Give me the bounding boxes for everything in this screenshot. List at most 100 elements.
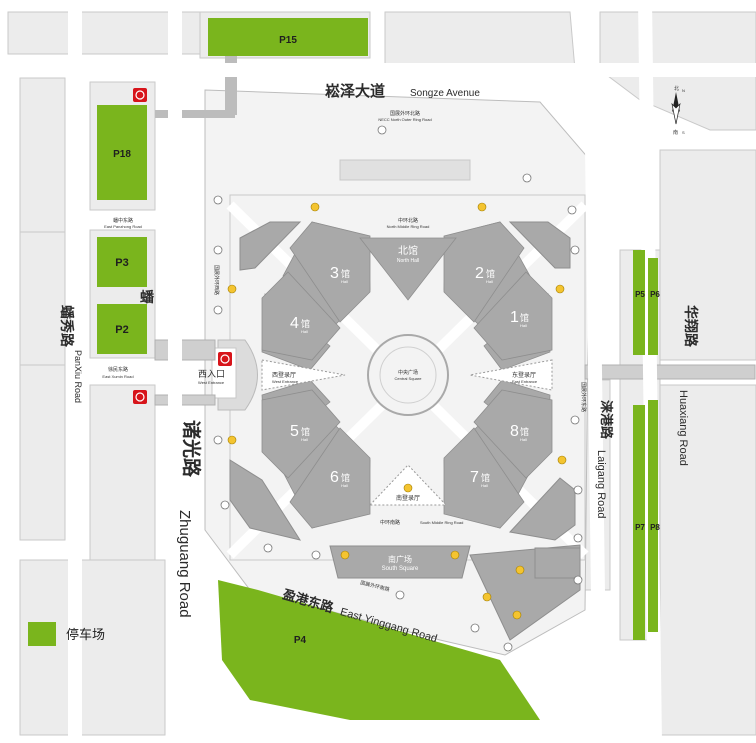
svg-text:N: N — [682, 88, 685, 93]
metro-icon[interactable] — [133, 390, 147, 404]
south-entrance-cn: 南登录厅 — [396, 494, 420, 502]
metro-connector-horizontal — [155, 110, 235, 118]
ring-east-cn: 国展外环东路 — [580, 382, 587, 412]
svg-text:Hall: Hall — [341, 279, 348, 284]
north-block — [339, 159, 471, 181]
west-gate-cn: 西入口 — [198, 369, 225, 380]
lot-p6-label: P6 — [650, 290, 660, 299]
west-entrance-cn: 西登录厅 — [272, 371, 296, 379]
hall-2-label: 2 馆 Hall — [475, 265, 495, 284]
south-square[interactable] — [329, 545, 471, 579]
lot-p3[interactable] — [97, 237, 147, 287]
svg-text:4: 4 — [290, 315, 299, 332]
south-square-cn: 南广场 — [388, 554, 412, 564]
svg-text:2: 2 — [475, 265, 484, 282]
southwest-office — [229, 459, 302, 541]
northwest-office — [239, 221, 302, 271]
road-huaxiang-label: 华翔路 Huaxiang Road — [677, 305, 699, 466]
parking-lots — [97, 18, 658, 720]
north-hall[interactable] — [359, 237, 457, 301]
hall-1-label: 1 馆 Hall — [510, 309, 529, 328]
road-songze-cn: 崧泽大道 — [325, 82, 385, 100]
west-connector — [154, 339, 216, 361]
road-xumin-en: East Xumin Road — [102, 374, 133, 379]
lot-p4-label: P4 — [294, 635, 307, 646]
lot-p7[interactable] — [633, 405, 645, 640]
northeast-office — [508, 221, 571, 269]
lot-p18-label: P18 — [113, 149, 131, 160]
svg-text:馆: 馆 — [486, 268, 495, 280]
svg-text:6: 6 — [330, 469, 339, 486]
southeast-small-block — [534, 547, 581, 579]
legend: 停车场 — [28, 622, 105, 646]
svg-text:S: S — [682, 130, 685, 135]
svg-text:Hall: Hall — [301, 437, 308, 442]
svg-text:Hall: Hall — [301, 329, 308, 334]
lot-p8[interactable] — [648, 400, 658, 632]
road-songze-en: Songze Avenue — [410, 88, 480, 99]
svg-text:Hall: Hall — [520, 323, 527, 328]
svg-text:馆: 馆 — [301, 426, 310, 438]
lot-p15-label: P15 — [279, 35, 297, 46]
lot-p2[interactable] — [97, 304, 147, 354]
lot-p3-label: P3 — [115, 257, 128, 269]
hall-8-label: 8 馆 Hall — [510, 423, 529, 442]
svg-text:7: 7 — [470, 469, 479, 486]
svg-text:Laigang Road: Laigang Road — [595, 450, 607, 519]
legend-swatch — [28, 622, 56, 646]
lot-p6[interactable] — [648, 258, 658, 355]
road-zhuguang-label: 诸光路 Zhuguang Road — [176, 420, 203, 618]
svg-text:Huaxiang Road: Huaxiang Road — [677, 390, 689, 466]
ring-west-cn: 国展外环西路 — [213, 265, 220, 295]
route-marker-icon — [213, 125, 583, 652]
central-square-en: Central Square — [395, 376, 423, 381]
lot-p4[interactable] — [218, 580, 540, 720]
lot-p7-label: P7 — [635, 523, 645, 532]
svg-text:馆: 馆 — [520, 426, 529, 438]
svg-text:1: 1 — [510, 309, 519, 326]
east-connector — [584, 364, 756, 380]
east-entrance-hall[interactable] — [469, 359, 553, 391]
road-panzhong-en: East Panzhong Road — [104, 224, 142, 229]
road-panxiu-label: 蟠秀路 PanXiu Road — [58, 305, 83, 403]
legend-label: 停车场 — [66, 627, 105, 643]
hall-7-label: 7 馆 Hall — [470, 469, 490, 488]
lot-p2-label: P2 — [115, 324, 128, 336]
svg-text:诸光路: 诸光路 — [180, 420, 203, 478]
south-square-en: South Square — [382, 566, 419, 572]
svg-text:华翔路: 华翔路 — [682, 305, 699, 348]
svg-text:8: 8 — [510, 423, 519, 440]
svg-text:馆: 馆 — [301, 318, 310, 330]
svg-text:Hall: Hall — [520, 437, 527, 442]
road-xumin-cn: 徐民东路 — [108, 366, 128, 373]
svg-text:馆: 馆 — [341, 268, 350, 280]
metro-icon[interactable] — [218, 352, 232, 366]
svg-text:涞港路: 涞港路 — [598, 400, 614, 440]
west-connector-lower — [154, 394, 216, 406]
parking-icon[interactable] — [227, 202, 567, 620]
svg-text:5: 5 — [290, 423, 299, 440]
metro-icon[interactable] — [133, 88, 147, 102]
hall-3-label: 3 馆 Hall — [330, 265, 350, 284]
svg-text:Hall: Hall — [341, 483, 348, 488]
svg-text:馆: 馆 — [341, 472, 350, 484]
west-entrance-en: West Entrance — [272, 379, 299, 384]
lot-p5[interactable] — [633, 250, 645, 355]
road-panxiu-cn-1: 蟠 — [140, 289, 155, 306]
hall-5-label: 5 馆 Hall — [290, 423, 310, 442]
svg-text:北: 北 — [674, 85, 679, 92]
svg-text:Hall: Hall — [481, 483, 488, 488]
svg-text:蟠秀路: 蟠秀路 — [58, 305, 75, 348]
lot-p18[interactable] — [97, 105, 147, 200]
southeast-office — [509, 477, 576, 541]
svg-text:Zhuguang Road: Zhuguang Road — [176, 510, 193, 618]
mid-north-cn: 中环北路 — [398, 217, 418, 224]
svg-text:Hall: Hall — [486, 279, 493, 284]
mid-south-en: South Middle Ring Road — [420, 520, 463, 525]
mid-north-en: North Middle Ring Road — [387, 224, 430, 229]
svg-text:馆: 馆 — [481, 472, 490, 484]
lot-p15[interactable] — [208, 18, 368, 56]
west-entrance-hall[interactable] — [261, 359, 346, 391]
lot-p8-label: P8 — [650, 523, 660, 532]
